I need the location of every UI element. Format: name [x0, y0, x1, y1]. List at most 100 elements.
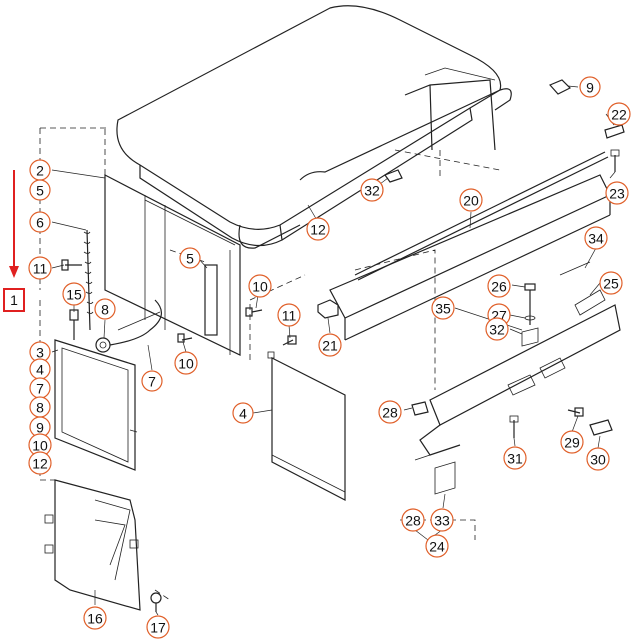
callout-c10b: 10 — [248, 274, 272, 298]
callout-number: 22 — [611, 107, 627, 123]
marker-box — [3, 288, 25, 312]
callout-c7a: 7 — [29, 377, 51, 399]
callout-circle — [487, 274, 511, 298]
callout-c30: 30 — [586, 447, 610, 471]
screw-17 — [150, 592, 162, 612]
callout-number: 20 — [463, 193, 479, 209]
callout-c23: 23 — [605, 181, 629, 205]
callout-c31: 31 — [503, 446, 527, 470]
callout-c35: 35 — [431, 296, 455, 320]
callout-c4b: 4 — [232, 402, 254, 424]
callout-number: 35 — [435, 301, 451, 317]
callout-c16: 16 — [83, 606, 107, 630]
callout-number: 15 — [66, 287, 82, 303]
callout-c15: 15 — [62, 282, 86, 306]
door-panel-4 — [267, 351, 346, 501]
callout-c28a: 28 — [378, 400, 402, 424]
callout-number: 7 — [36, 381, 44, 397]
callout-c32a: 32 — [360, 178, 384, 202]
callout-c34: 34 — [584, 226, 608, 250]
callout-circle — [28, 256, 52, 280]
callouts: 9222325611158347891012510101174321220213… — [28, 76, 631, 639]
callout-number: 28 — [382, 405, 398, 421]
callout-c33: 33 — [430, 508, 454, 532]
callout-c17: 17 — [146, 615, 170, 639]
callout-circle — [503, 446, 527, 470]
callout-number: 16 — [87, 611, 103, 627]
callout-number: 7 — [148, 374, 156, 390]
callout-c4a: 4 — [29, 358, 51, 380]
callout-circle — [28, 451, 52, 475]
callout-number: 21 — [322, 338, 338, 354]
callout-number: 30 — [590, 452, 606, 468]
callout-number: 10 — [32, 438, 48, 454]
callout-c9: 9 — [579, 76, 601, 98]
callout-number: 17 — [150, 620, 166, 636]
callout-c12a: 12 — [28, 451, 52, 475]
callout-circle — [29, 179, 51, 201]
callout-c10c: 10 — [174, 351, 198, 375]
screw-15 — [69, 309, 79, 340]
assembly-outline — [39, 125, 501, 601]
control-panel — [419, 261, 621, 456]
callout-c25: 25 — [599, 271, 623, 295]
callout-c20: 20 — [459, 188, 483, 212]
callout-number: 28 — [405, 513, 421, 529]
callout-number: 9 — [36, 420, 44, 436]
support-rod — [83, 229, 94, 331]
callout-circle — [146, 615, 170, 639]
callout-c6: 6 — [29, 211, 51, 233]
callout-number: 32 — [489, 322, 505, 338]
callout-circle — [584, 226, 608, 250]
callout-number: 31 — [507, 451, 523, 467]
hinge-bracket — [204, 264, 218, 336]
callout-c12b: 12 — [306, 217, 330, 241]
rod-20 — [354, 151, 609, 281]
callout-c10a: 10 — [28, 433, 52, 457]
bolt-26 — [521, 283, 539, 347]
red-arrow-marker: 1 — [3, 170, 25, 312]
callout-number: 2 — [36, 163, 44, 179]
callout-number: 3 — [36, 345, 44, 361]
callout-circle — [579, 76, 601, 98]
callout-number: 26 — [491, 279, 507, 295]
callout-c8b: 8 — [29, 396, 51, 418]
callout-c5b: 5 — [179, 247, 201, 269]
callout-circle — [425, 534, 449, 558]
callout-c2: 2 — [29, 159, 51, 181]
callout-c24: 24 — [425, 534, 449, 558]
callout-number: 4 — [36, 362, 44, 378]
callout-number: 8 — [101, 302, 109, 318]
callout-circle — [360, 178, 384, 202]
callout-c7b: 7 — [141, 370, 163, 392]
callout-circle — [599, 271, 623, 295]
callout-circle — [306, 217, 330, 241]
callout-number: 11 — [282, 308, 297, 324]
center-screws — [177, 307, 297, 346]
callout-circle — [62, 282, 86, 306]
callout-number: 5 — [186, 251, 194, 267]
callout-number: 12 — [310, 222, 326, 238]
callout-c21: 21 — [318, 333, 342, 357]
callout-number: 33 — [434, 513, 450, 529]
callout-circle — [430, 508, 454, 532]
marker-label: 1 — [10, 292, 18, 308]
callout-number: 6 — [36, 215, 44, 231]
callout-circle — [605, 181, 629, 205]
callout-number: 23 — [609, 186, 625, 202]
callout-circle — [485, 317, 509, 341]
callout-c26: 26 — [487, 274, 511, 298]
cable-assembly — [95, 299, 162, 353]
callout-c29: 29 — [560, 430, 584, 454]
callout-c11a: 11 — [28, 256, 52, 280]
seat-cushion — [116, 5, 512, 249]
callout-number: 9 — [586, 80, 594, 96]
bolt-left — [61, 259, 82, 271]
callout-circle — [29, 211, 51, 233]
callout-c5a: 5 — [29, 179, 51, 201]
callout-circle — [378, 400, 402, 424]
callout-number: 24 — [429, 539, 445, 555]
callout-circle — [459, 188, 483, 212]
callout-circle — [141, 370, 163, 392]
callout-circle — [232, 402, 254, 424]
